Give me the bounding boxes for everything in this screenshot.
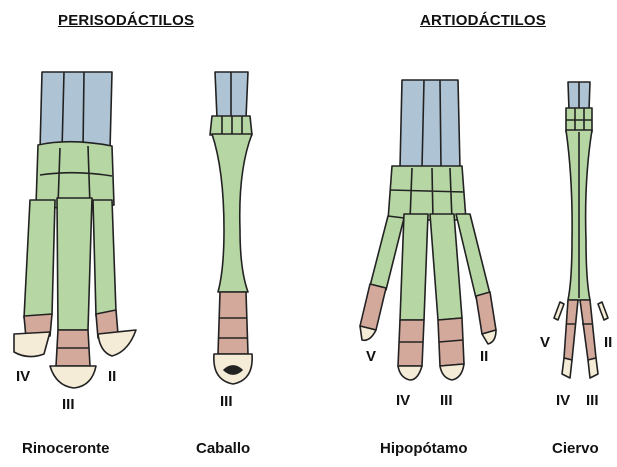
deer-phalanx-iii [580, 300, 596, 360]
hippo-digit-v: V [366, 348, 376, 365]
horse-carpals [210, 116, 252, 135]
caption-hippo: Hipopótamo [380, 440, 468, 457]
rhino-forelimb [14, 72, 136, 388]
rhino-metacarpal-iii [57, 198, 92, 330]
rhino-metacarpal-ii [93, 200, 116, 316]
caption-rhino: Rinoceronte [22, 440, 110, 457]
hippo-digit-ii: II [480, 348, 488, 365]
hippo-phalanx-ii [476, 292, 496, 334]
hippo-phalanx-iv [398, 320, 424, 366]
hippo-carpals [388, 166, 466, 220]
hippo-metacarpal-iv [400, 214, 428, 320]
deer-dewclaw-v [554, 302, 564, 320]
hippo-metacarpal-ii [456, 214, 490, 298]
horse-digit-iii: III [220, 393, 233, 410]
hippo-radius-ulna [400, 80, 460, 168]
caption-horse: Caballo [196, 440, 250, 457]
hippo-phalanx-v [360, 284, 386, 330]
hippo-digit-iii: III [440, 392, 453, 409]
horse-forelimb [210, 72, 252, 384]
hippo-metacarpal-v [370, 216, 404, 290]
rhino-metacarpal-iv [24, 200, 55, 318]
rhino-digit-ii: II [108, 368, 116, 385]
deer-digit-iv: IV [556, 392, 570, 409]
hippo-digit-iv: IV [396, 392, 410, 409]
rhino-hoof-ii [98, 330, 136, 356]
heading-perissodactyla: PERISODÁCTILOS [58, 12, 194, 29]
deer-digit-ii: II [604, 334, 612, 351]
deer-digit-v: V [540, 334, 550, 351]
hippo-metacarpal-iii [430, 214, 462, 320]
rhino-hoof-iv [14, 332, 50, 357]
horse-metacarpal-iii [212, 134, 252, 292]
hippo-forelimb [360, 80, 496, 380]
rhino-digit-iv: IV [16, 368, 30, 385]
rhino-hoof-iii [50, 366, 96, 388]
deer-digit-iii: III [586, 392, 599, 409]
rhino-radius-ulna [40, 72, 112, 150]
heading-artiodactyla: ARTIODÁCTILOS [420, 12, 546, 29]
rhino-digit-iii: III [62, 396, 75, 413]
deer-forelimb [554, 82, 608, 378]
deer-phalanx-iv [564, 300, 578, 360]
caption-deer: Ciervo [552, 440, 599, 457]
deer-dewclaw-ii [598, 302, 608, 320]
horse-phalanges [218, 292, 248, 354]
